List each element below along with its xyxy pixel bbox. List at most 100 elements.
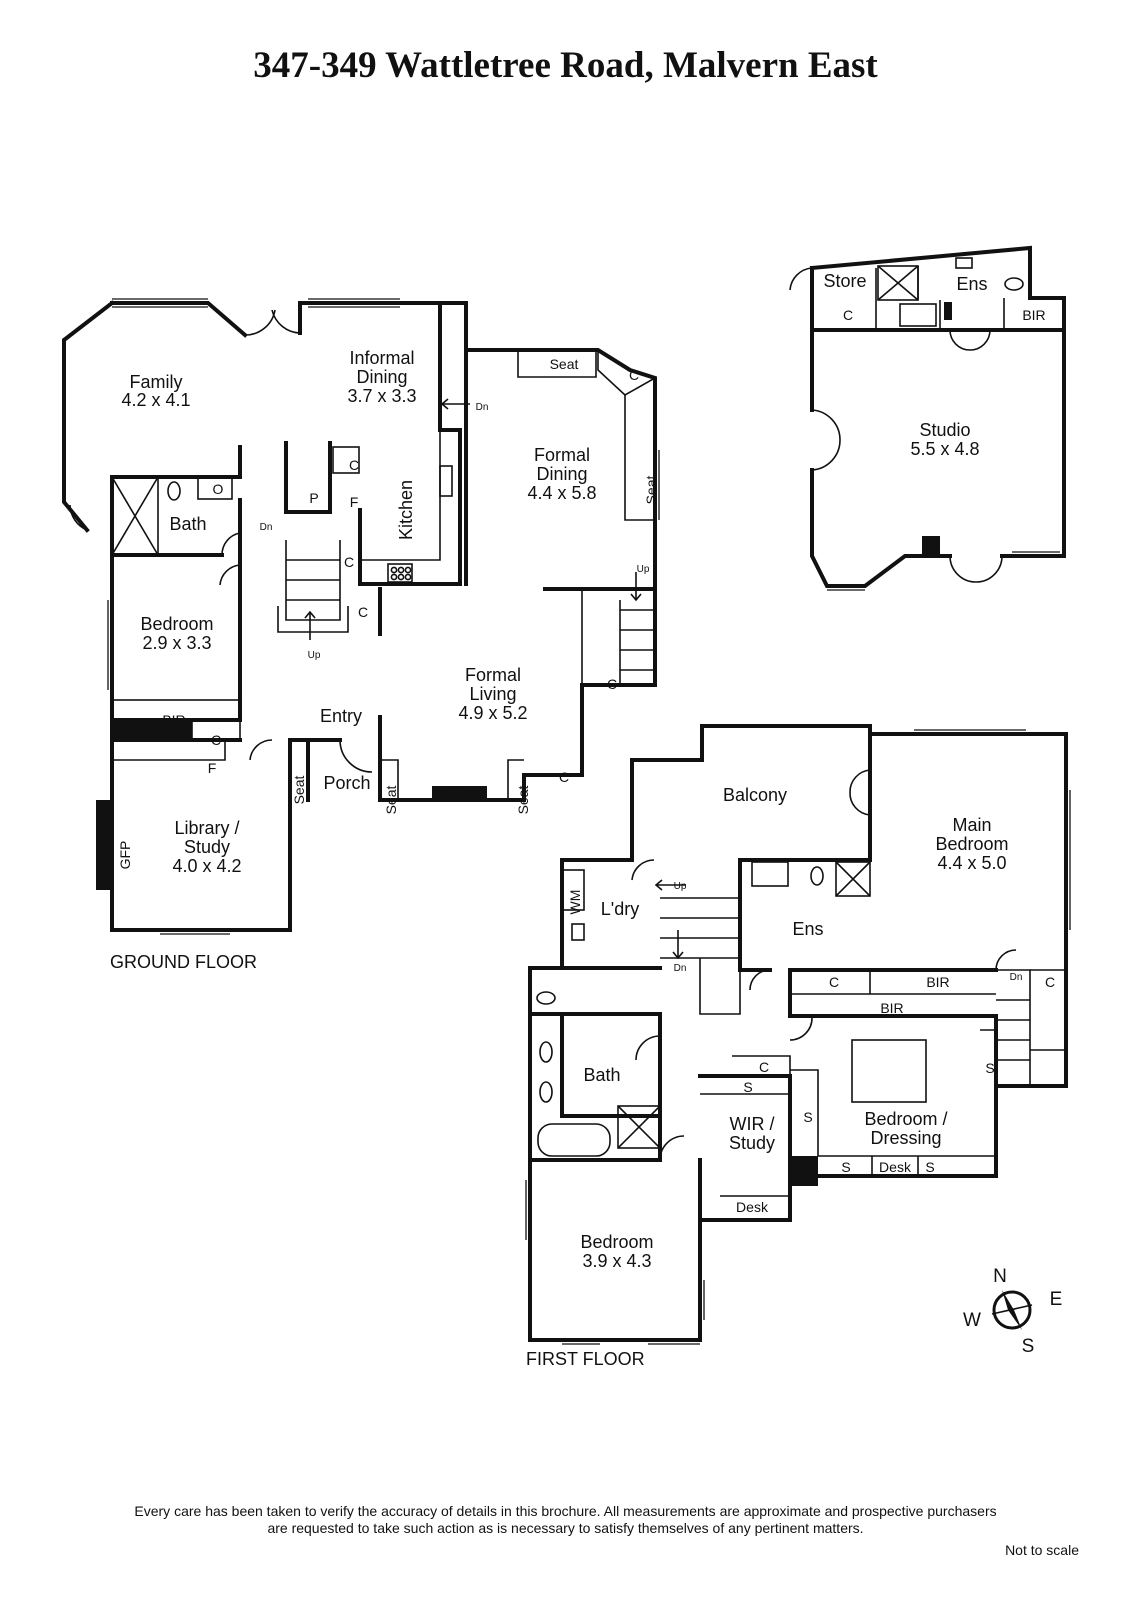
vanity-o — [197, 476, 233, 500]
desk-label-wir: Desk — [736, 1199, 769, 1215]
wm-label: WM — [567, 890, 583, 915]
ground-floor-plan — [62, 298, 660, 935]
seat-living-right — [507, 759, 524, 800]
c-label-wir: C — [759, 1059, 769, 1075]
compass-n: N — [993, 1266, 1007, 1287]
studio-rear-doors — [949, 555, 1003, 583]
pantry-walls — [284, 441, 332, 514]
balcony-door — [849, 769, 871, 816]
ens-first-name: Ens — [792, 919, 823, 939]
laundry-name: L'dry — [601, 899, 639, 919]
formal-dining-size: 4.4 x 5.8 — [527, 483, 596, 503]
family-size: 4.2 x 4.1 — [121, 390, 190, 410]
bath-basin-1 — [539, 1041, 553, 1063]
seat-label-porch: Seat — [291, 775, 307, 804]
studio-toilet — [1004, 277, 1024, 291]
studio-name: Studio — [919, 420, 970, 440]
dressing-island — [851, 1039, 927, 1103]
p-label: P — [309, 490, 318, 506]
door-dressing — [789, 1017, 813, 1041]
s-label-dressing-left: S — [803, 1109, 812, 1125]
c-label-hall: C — [358, 604, 368, 620]
seat-bench-top — [517, 350, 597, 378]
bir-label-ground: BIR — [162, 712, 185, 728]
up-label-first: Up — [674, 881, 687, 892]
f-cupboard — [112, 740, 226, 761]
gfp-label: GFP — [117, 841, 133, 870]
dn-label-dining: Dn — [476, 402, 489, 413]
family-window-top — [112, 298, 208, 308]
arrow-up-left — [304, 610, 316, 640]
corner-cupboard — [597, 350, 656, 396]
compass-s: S — [1022, 1336, 1035, 1357]
cooktop — [387, 563, 413, 583]
c-label-first: C — [829, 974, 839, 990]
disclaimer-line1: Every care has been taken to verify the … — [134, 1503, 997, 1519]
seat-label-living-left: Seat — [383, 785, 399, 814]
studio-door-store — [789, 267, 813, 291]
disclaimer: Every care has been taken to verify the … — [0, 1503, 1131, 1537]
studio-vanity — [955, 257, 973, 269]
dressing-name: Bedroom / — [864, 1109, 947, 1129]
main-bedroom-name2: Bedroom — [935, 834, 1008, 854]
studio-french-doors — [811, 409, 841, 471]
family-walls — [62, 300, 248, 533]
wir-name2: Study — [729, 1133, 775, 1153]
stair-first — [660, 897, 741, 1015]
bath-first-name: Bath — [583, 1065, 620, 1085]
family-name: Family — [130, 372, 183, 392]
bir-label-first-1: BIR — [926, 974, 949, 990]
s-label-dressing-bottom1: S — [841, 1159, 850, 1175]
f-label-kitchen: F — [350, 494, 359, 510]
library-name: Library / — [174, 818, 239, 838]
wir-name: WIR / — [730, 1114, 775, 1134]
studio-size: 5.5 x 4.8 — [910, 439, 979, 459]
stair-right — [581, 589, 655, 686]
c-label-living: C — [559, 769, 569, 785]
ground-floor-label: GROUND FLOOR — [110, 952, 257, 972]
laundry-tub — [571, 923, 585, 941]
fireplace-gfp — [96, 800, 114, 890]
c-label-stair: C — [344, 554, 354, 570]
door-bedroom — [219, 564, 241, 586]
s-label-dressing-right: S — [985, 1060, 994, 1076]
informal-window — [308, 298, 400, 308]
c-label-bed: C — [211, 732, 221, 748]
bir-label-first-2: BIR — [880, 1000, 903, 1016]
dn-label-hall: Dn — [260, 522, 273, 533]
balcony-name: Balcony — [723, 785, 787, 805]
bathtub — [537, 1123, 611, 1157]
door-main — [995, 949, 1017, 971]
bath-name: Bath — [169, 514, 206, 534]
c-label-corner: C — [629, 367, 639, 383]
ofp-label: OFP — [445, 783, 474, 799]
studio-stove — [922, 536, 940, 556]
c-label-stair-right: C — [607, 676, 617, 692]
bedroom-ground-name: Bedroom — [140, 614, 213, 634]
s-label-wir: S — [743, 1079, 752, 1095]
up-label-left: Up — [308, 650, 321, 661]
disclaimer-line2: are requested to take such action as is … — [267, 1520, 864, 1536]
door-family-corner — [69, 504, 88, 531]
studio-door-ens — [949, 329, 991, 351]
studio-plan — [789, 245, 1066, 591]
formal-living-name: Formal — [465, 665, 521, 685]
door-laundry — [631, 859, 655, 881]
arrow-dn-dining — [440, 398, 470, 410]
seat-living-left — [380, 759, 399, 800]
library-size: 4.0 x 4.2 — [172, 856, 241, 876]
powder-toilet — [536, 991, 556, 1005]
door-bath — [221, 532, 241, 556]
o-label: O — [213, 481, 224, 497]
wm — [561, 869, 585, 911]
ens-sink — [751, 861, 789, 887]
porch-name: Porch — [323, 773, 370, 793]
bath-basin-2 — [539, 1081, 553, 1103]
main-bedroom-name: Main — [952, 815, 991, 835]
kitchen-sink — [439, 465, 453, 497]
seat-label-living-right: Seat — [515, 785, 531, 814]
studio-ens-name: Ens — [956, 274, 987, 294]
door-bath-first — [635, 1035, 661, 1061]
not-to-scale-note: Not to scale — [1005, 1542, 1079, 1558]
